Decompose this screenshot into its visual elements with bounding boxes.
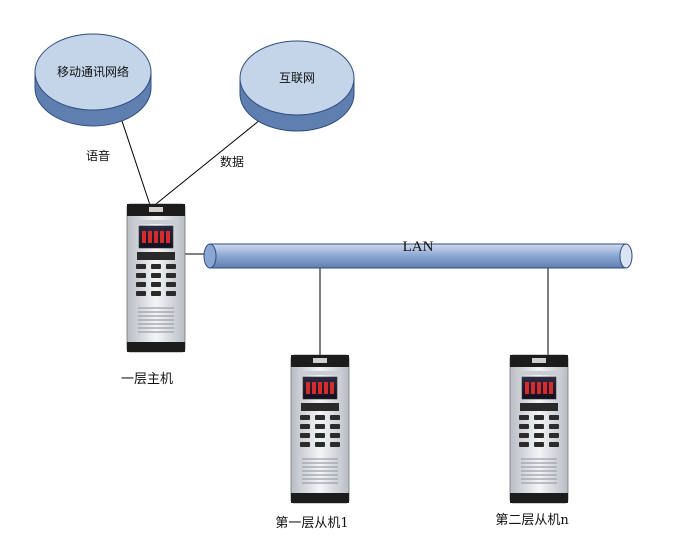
master-unit-label: 一层主机 [121,372,173,387]
slave-unit-n [509,354,569,504]
data-link-line [150,119,261,209]
mobile-network-label: 移动通讯网络 [57,64,129,79]
slave-unit-n-label: 第二层从机n [495,513,569,528]
data-link-label: 数据 [220,154,244,169]
voice-link-label: 语音 [86,148,110,163]
internet-label: 互联网 [279,71,315,85]
slave-unit-1-label: 第一层从机1 [275,516,348,531]
slave-unit-1 [290,354,350,504]
voice-link-line [118,111,152,209]
master-unit [126,203,186,353]
internet-cloud: 互联网 [239,40,355,132]
lan-bus: LAN [203,239,633,269]
lan-label: LAN [403,239,434,255]
mobile-network-cloud: 移动通讯网络 [34,33,152,127]
